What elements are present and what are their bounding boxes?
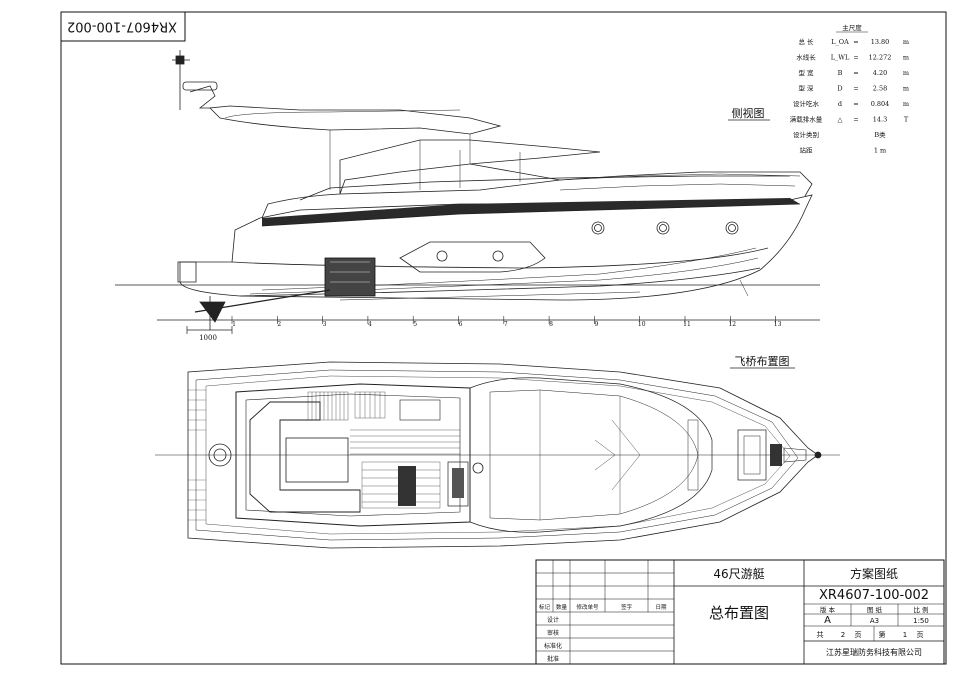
station-number: 7 (504, 321, 508, 328)
dims-value: 14.3 (873, 116, 887, 124)
dims-value: 4.20 (873, 69, 887, 77)
meta-header: 比 例 (913, 605, 928, 614)
station-number: 11 (683, 321, 691, 328)
title-block (535, 559, 945, 665)
dims-equals: = (853, 38, 858, 46)
flybridge-plan (155, 361, 840, 549)
dims-label: 总 长 (798, 37, 814, 46)
dims-unit: m (903, 38, 909, 46)
drawing-title: 总布置图 (709, 604, 769, 622)
station-number: 5 (413, 321, 417, 328)
role-label: 审核 (547, 629, 559, 637)
dims-equals: = (853, 69, 858, 77)
dims-label: 设计类别 (793, 130, 819, 139)
drawing-stage: 方案图纸 (850, 566, 898, 581)
company-name: 江苏星瑞防务科技有限公司 (826, 647, 922, 657)
sheet-border (60, 11, 947, 665)
station-number: 3 (323, 321, 327, 328)
page-info: 页 (917, 631, 924, 639)
dims-label: 水线长 (796, 53, 816, 62)
revision-header: 签字 (621, 603, 633, 611)
dims-equals: = (853, 85, 858, 93)
dims-value: B类 (874, 130, 886, 139)
dims-equals: = (853, 100, 858, 108)
station-number: 1 (232, 321, 236, 328)
flybridge-title: 飞桥布置图 (735, 355, 790, 368)
revision-header: 数量 (556, 603, 568, 611)
meta-value: A3 (870, 617, 879, 625)
station-number: 12 (728, 321, 736, 328)
dims-label: 满载排水量 (790, 115, 823, 124)
page-info: 页 (855, 631, 862, 639)
drawing-number: XR4607-100-002 (819, 588, 929, 603)
meta-header: 版 本 (820, 605, 836, 614)
revision-header: 日期 (655, 604, 667, 611)
dims-label: 设计吃水 (793, 99, 820, 108)
dims-value: 13.80 (871, 38, 890, 46)
dims-value: 0.804 (871, 100, 890, 108)
dims-equals: = (853, 54, 858, 62)
revision-header: 修改单号 (576, 603, 599, 611)
dims-title: 主尺度 (842, 23, 862, 32)
meta-header: 图 纸 (867, 605, 883, 614)
dims-unit: m (903, 85, 909, 93)
dims-value: 2.58 (873, 85, 887, 93)
dims-symbol: d (838, 100, 842, 108)
dims-unit: T (904, 116, 909, 124)
station-number: 8 (549, 321, 553, 328)
scale-bar-label: 1000 (199, 334, 217, 342)
drawing-number-rotated: XR4607-100-002 (67, 19, 177, 34)
side-view (115, 50, 820, 330)
station-number: 13 (774, 321, 782, 328)
role-label: 设计 (547, 616, 559, 624)
page-info: 1 (903, 631, 907, 639)
dims-symbol: △ (838, 116, 843, 124)
revision-header: 标记 (539, 603, 551, 611)
role-label: 标准化 (544, 642, 562, 650)
station-number: 2 (277, 321, 281, 328)
station-number: 10 (638, 321, 646, 328)
dims-label: 型 宽 (798, 68, 814, 77)
role-label: 批准 (547, 655, 559, 663)
dims-value: 1 m (874, 147, 886, 155)
meta-value: A (824, 615, 831, 626)
dims-label: 型 深 (798, 84, 814, 93)
page-info: 第 (879, 630, 886, 639)
project-name: 46尺游艇 (713, 567, 764, 581)
station-number: 6 (459, 321, 463, 328)
drawing-number-box (60, 11, 186, 42)
dims-symbol: D (837, 85, 842, 93)
dims-symbol: B (838, 69, 843, 77)
side-view-title: 侧视图 (732, 106, 765, 120)
station-number: 9 (594, 321, 598, 328)
dims-unit: m (903, 100, 909, 108)
page-info: 2 (841, 631, 845, 639)
page-info: 共 (817, 630, 824, 639)
meta-value: 1:50 (913, 617, 929, 625)
dims-symbol: L_OA (831, 38, 849, 46)
dims-label: 站距 (800, 146, 814, 155)
dims-unit: m (903, 69, 909, 77)
dims-equals: = (853, 116, 858, 124)
dims-value: 12.272 (869, 54, 892, 62)
dims-unit: m (903, 54, 909, 62)
dims-symbol: L_WL (831, 54, 850, 62)
station-number: 4 (368, 321, 372, 328)
